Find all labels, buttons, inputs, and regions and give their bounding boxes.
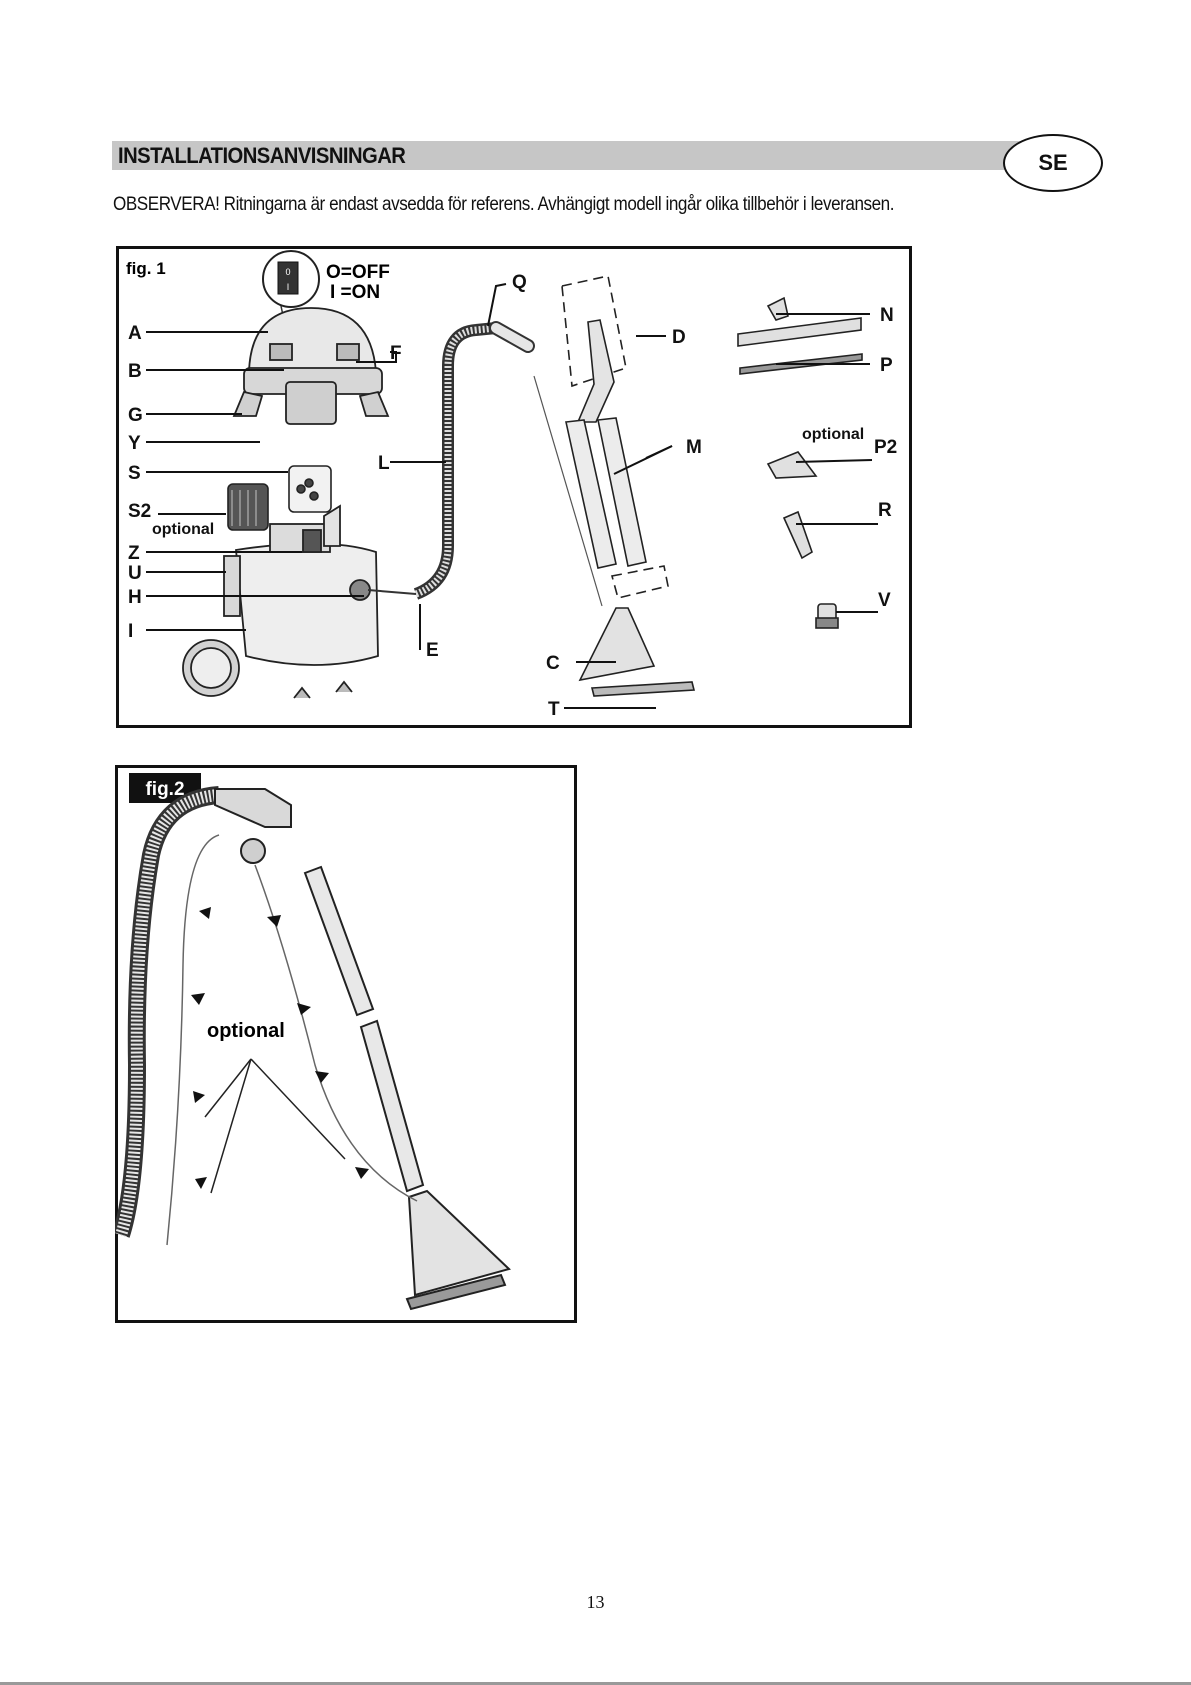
callout-d: D [672, 327, 686, 348]
section-title: INSTALLATIONSANVISNINGAR [118, 142, 405, 170]
callout-i: I [128, 621, 133, 642]
callout-r: R [878, 500, 892, 521]
optional-label-s2: optional [152, 521, 214, 538]
callout-y: Y [128, 433, 141, 454]
reference-note: OBSERVERA! Ritningarna är endast avsedda… [113, 194, 894, 216]
callout-p: P [880, 355, 893, 376]
callout-c: C [546, 653, 560, 674]
callout-s: S [128, 463, 141, 484]
figure-2-label: fig.2 [145, 779, 184, 800]
callout-q: Q [512, 272, 527, 293]
callout-z: Z [128, 543, 140, 564]
page-number: 13 [0, 1592, 1191, 1613]
figure-1: fig. 1 0 I O=OFF I =ON [116, 246, 912, 728]
callout-b: B [128, 361, 142, 382]
callout-a: A [128, 323, 142, 344]
callout-l: L [378, 453, 390, 474]
switch-on-label: I =ON [330, 282, 380, 303]
switch-symbol-bottom: I [287, 282, 290, 292]
fig2-optional-label: optional [207, 1020, 285, 1042]
callout-n: N [880, 305, 894, 326]
callout-t: T [548, 699, 560, 720]
callout-u: U [128, 563, 142, 584]
language-badge: SE [1003, 134, 1103, 192]
callout-g: G [128, 405, 143, 426]
callout-v: V [878, 590, 891, 611]
callout-h: H [128, 587, 142, 608]
callout-e: E [426, 640, 439, 661]
callout-s2: S2 [128, 501, 151, 522]
callout-m: M [686, 437, 702, 458]
callout-f: F [390, 343, 402, 364]
figure-2: fig.2 optional [115, 765, 577, 1323]
switch-off-label: O=OFF [326, 262, 390, 283]
callout-p2: P2 [874, 437, 897, 458]
optional-label-p2: optional [802, 426, 864, 443]
switch-symbol-top: 0 [285, 267, 290, 277]
figure-1-label: fig. 1 [126, 259, 166, 278]
